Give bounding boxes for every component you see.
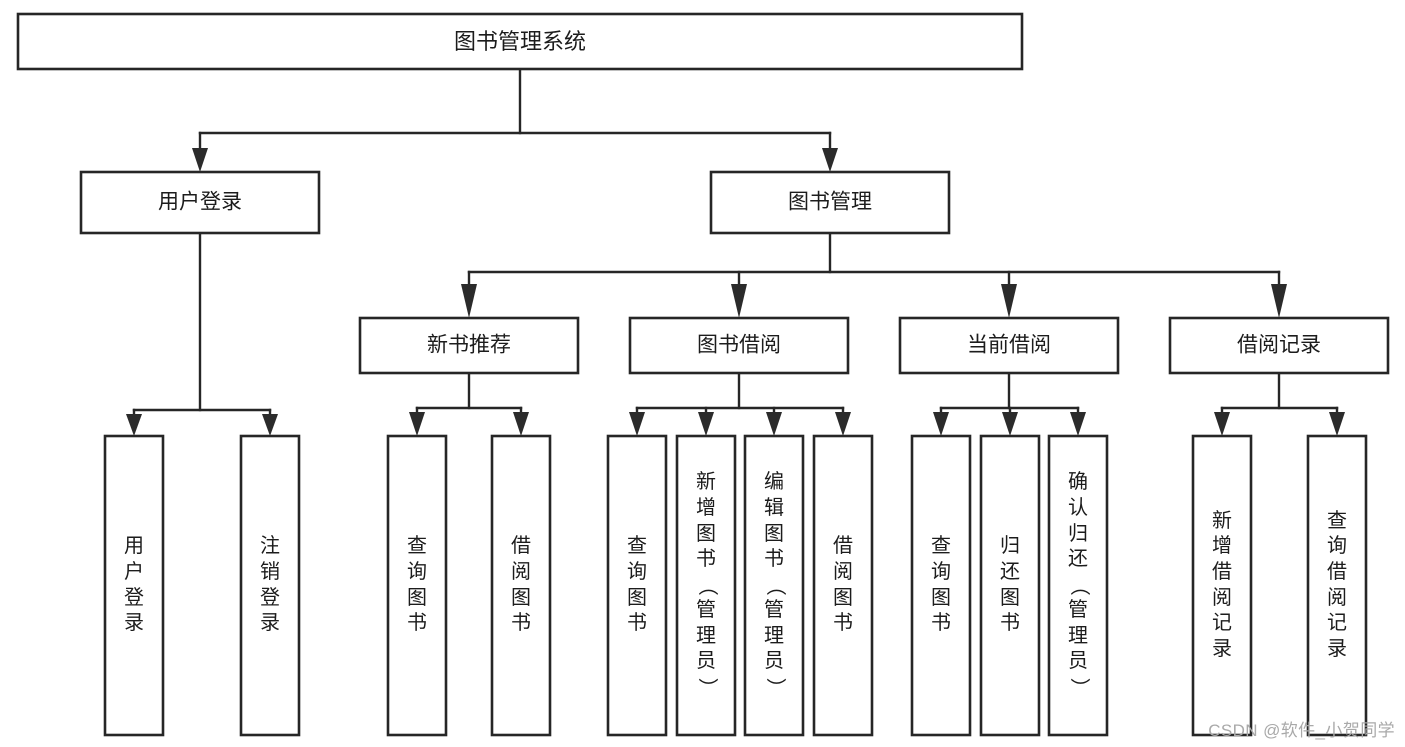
arrowhead-leaf-borrow-book-1 [513, 412, 529, 436]
leaf-box-return-book[interactable] [979, 434, 1041, 737]
arrowhead-leaf-return-book [1002, 412, 1018, 436]
arrowhead-leaf-logout-login [262, 414, 278, 436]
leaf-box-borrow-book-1[interactable] [490, 434, 552, 737]
leaf-box-query-book-1[interactable] [386, 434, 448, 737]
node-root[interactable]: 图书管理系统 [16, 12, 1024, 71]
arrowhead-leaf-user-login [126, 414, 142, 436]
arrowhead-leaf-confirm-return-admin [1070, 412, 1086, 436]
arrowhead-book-borrow [731, 284, 747, 318]
arrowhead-book-manage [822, 148, 838, 172]
arrowhead-leaf-query-book-3 [933, 412, 949, 436]
node-new-book-recommend[interactable]: 新书推荐 [358, 316, 580, 375]
leaf-box-add-borrow-record[interactable] [1191, 434, 1253, 737]
node-book-manage-label: 图书管理 [788, 191, 872, 214]
node-root-label: 图书管理系统 [454, 29, 586, 54]
arrowhead-borrow-record [1271, 284, 1287, 318]
leaf-box-confirm-return-admin[interactable] [1047, 434, 1109, 737]
arrowhead-leaf-add-book-admin [698, 412, 714, 436]
leaf-box-edit-book-admin[interactable] [743, 434, 805, 737]
leaf-box-add-book-admin[interactable] [675, 434, 737, 737]
arrowhead-leaf-add-borrow-record [1214, 412, 1230, 436]
node-book-borrow-label: 图书借阅 [697, 334, 781, 357]
node-user-login-label: 用户登录 [158, 191, 242, 214]
watermark-text: CSDN @软件_小贺同学 [1208, 721, 1395, 740]
arrowhead-leaf-query-borrow-record [1329, 412, 1345, 436]
leaf-box-logout-login[interactable] [239, 434, 301, 737]
arrowhead-leaf-query-book-2 [629, 412, 645, 436]
connector-layer [126, 67, 1345, 436]
node-user-login[interactable]: 用户登录 [79, 170, 321, 235]
arrowhead-user-login [192, 148, 208, 172]
arrowhead-leaf-edit-book-admin [766, 412, 782, 436]
leaf-box-query-book-2[interactable] [606, 434, 668, 737]
leaf-box-query-book-3[interactable] [910, 434, 972, 737]
arrowhead-current-borrow [1001, 284, 1017, 318]
node-book-borrow[interactable]: 图书借阅 [628, 316, 850, 375]
node-book-manage[interactable]: 图书管理 [709, 170, 951, 235]
leaf-box-query-borrow-record[interactable] [1306, 434, 1368, 737]
arrowhead-leaf-query-book-1 [409, 412, 425, 436]
leaf-boxes [103, 434, 1368, 737]
leaf-box-user-login[interactable] [103, 434, 165, 737]
node-new-book-recommend-label: 新书推荐 [427, 334, 511, 357]
node-borrow-record[interactable]: 借阅记录 [1168, 316, 1390, 375]
arrowhead-new-book-recommend [461, 284, 477, 318]
node-current-borrow-label: 当前借阅 [967, 334, 1051, 357]
node-borrow-record-label: 借阅记录 [1237, 334, 1321, 357]
node-current-borrow[interactable]: 当前借阅 [898, 316, 1120, 375]
arrowhead-leaf-borrow-book-2 [835, 412, 851, 436]
leaf-box-borrow-book-2[interactable] [812, 434, 874, 737]
